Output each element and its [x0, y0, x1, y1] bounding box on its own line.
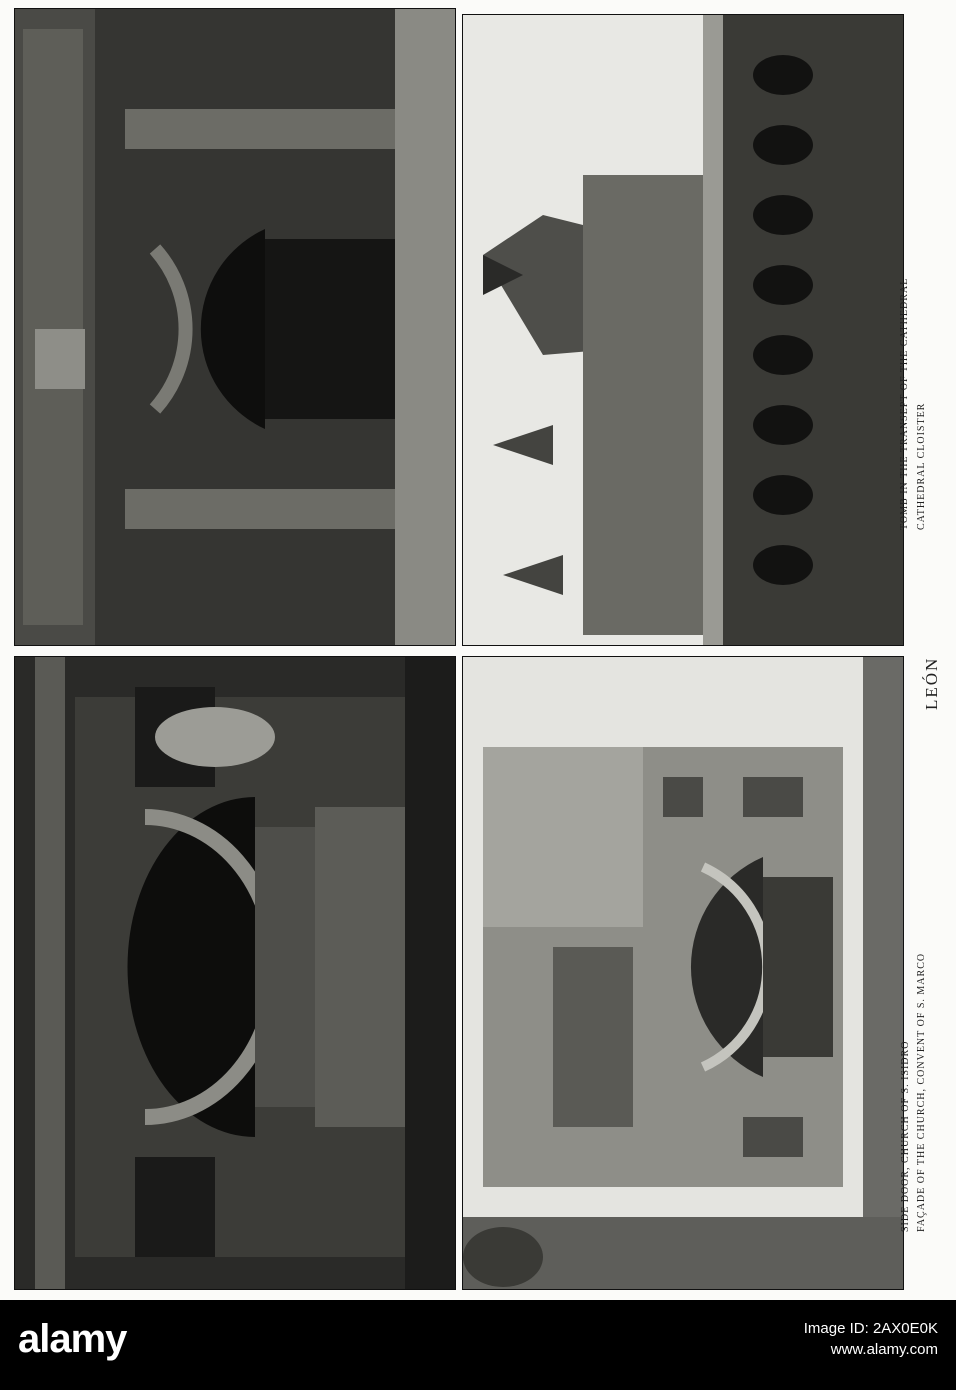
plate-captions: TOMB IN THE TRANSEPT OF THE CATHEDRAL CA…: [899, 20, 956, 1290]
photo-tomb-transept: [14, 656, 456, 1290]
photo-facade-s-marco: [462, 656, 904, 1290]
stock-meta: Image ID: 2AX0E0K www.alamy.com: [804, 1320, 938, 1358]
caption-side-door-s-isidro: SIDE DOOR, CHURCH OF S. ISIDRO: [900, 1040, 911, 1232]
stock-url: www.alamy.com: [830, 1341, 938, 1358]
caption-facade-s-marco: FAÇADE OF THE CHURCH, CONVENT OF S. MARC…: [916, 952, 927, 1232]
photo-side-door-s-isidro: [14, 8, 456, 646]
caption-tomb-transept: TOMB IN THE TRANSEPT OF THE CATHEDRAL: [899, 277, 910, 530]
stock-image-id: Image ID: 2AX0E0K: [803, 1320, 938, 1337]
stock-banner: [0, 1300, 956, 1390]
photo-cathedral-cloister: [462, 14, 904, 646]
plate-title: LEÓN: [922, 656, 941, 710]
plate-page: TOMB IN THE TRANSEPT OF THE CATHEDRAL CA…: [14, 8, 956, 1290]
stock-logo: alamy: [18, 1317, 127, 1361]
caption-cathedral-cloister: CATHEDRAL CLOISTER: [916, 402, 927, 530]
